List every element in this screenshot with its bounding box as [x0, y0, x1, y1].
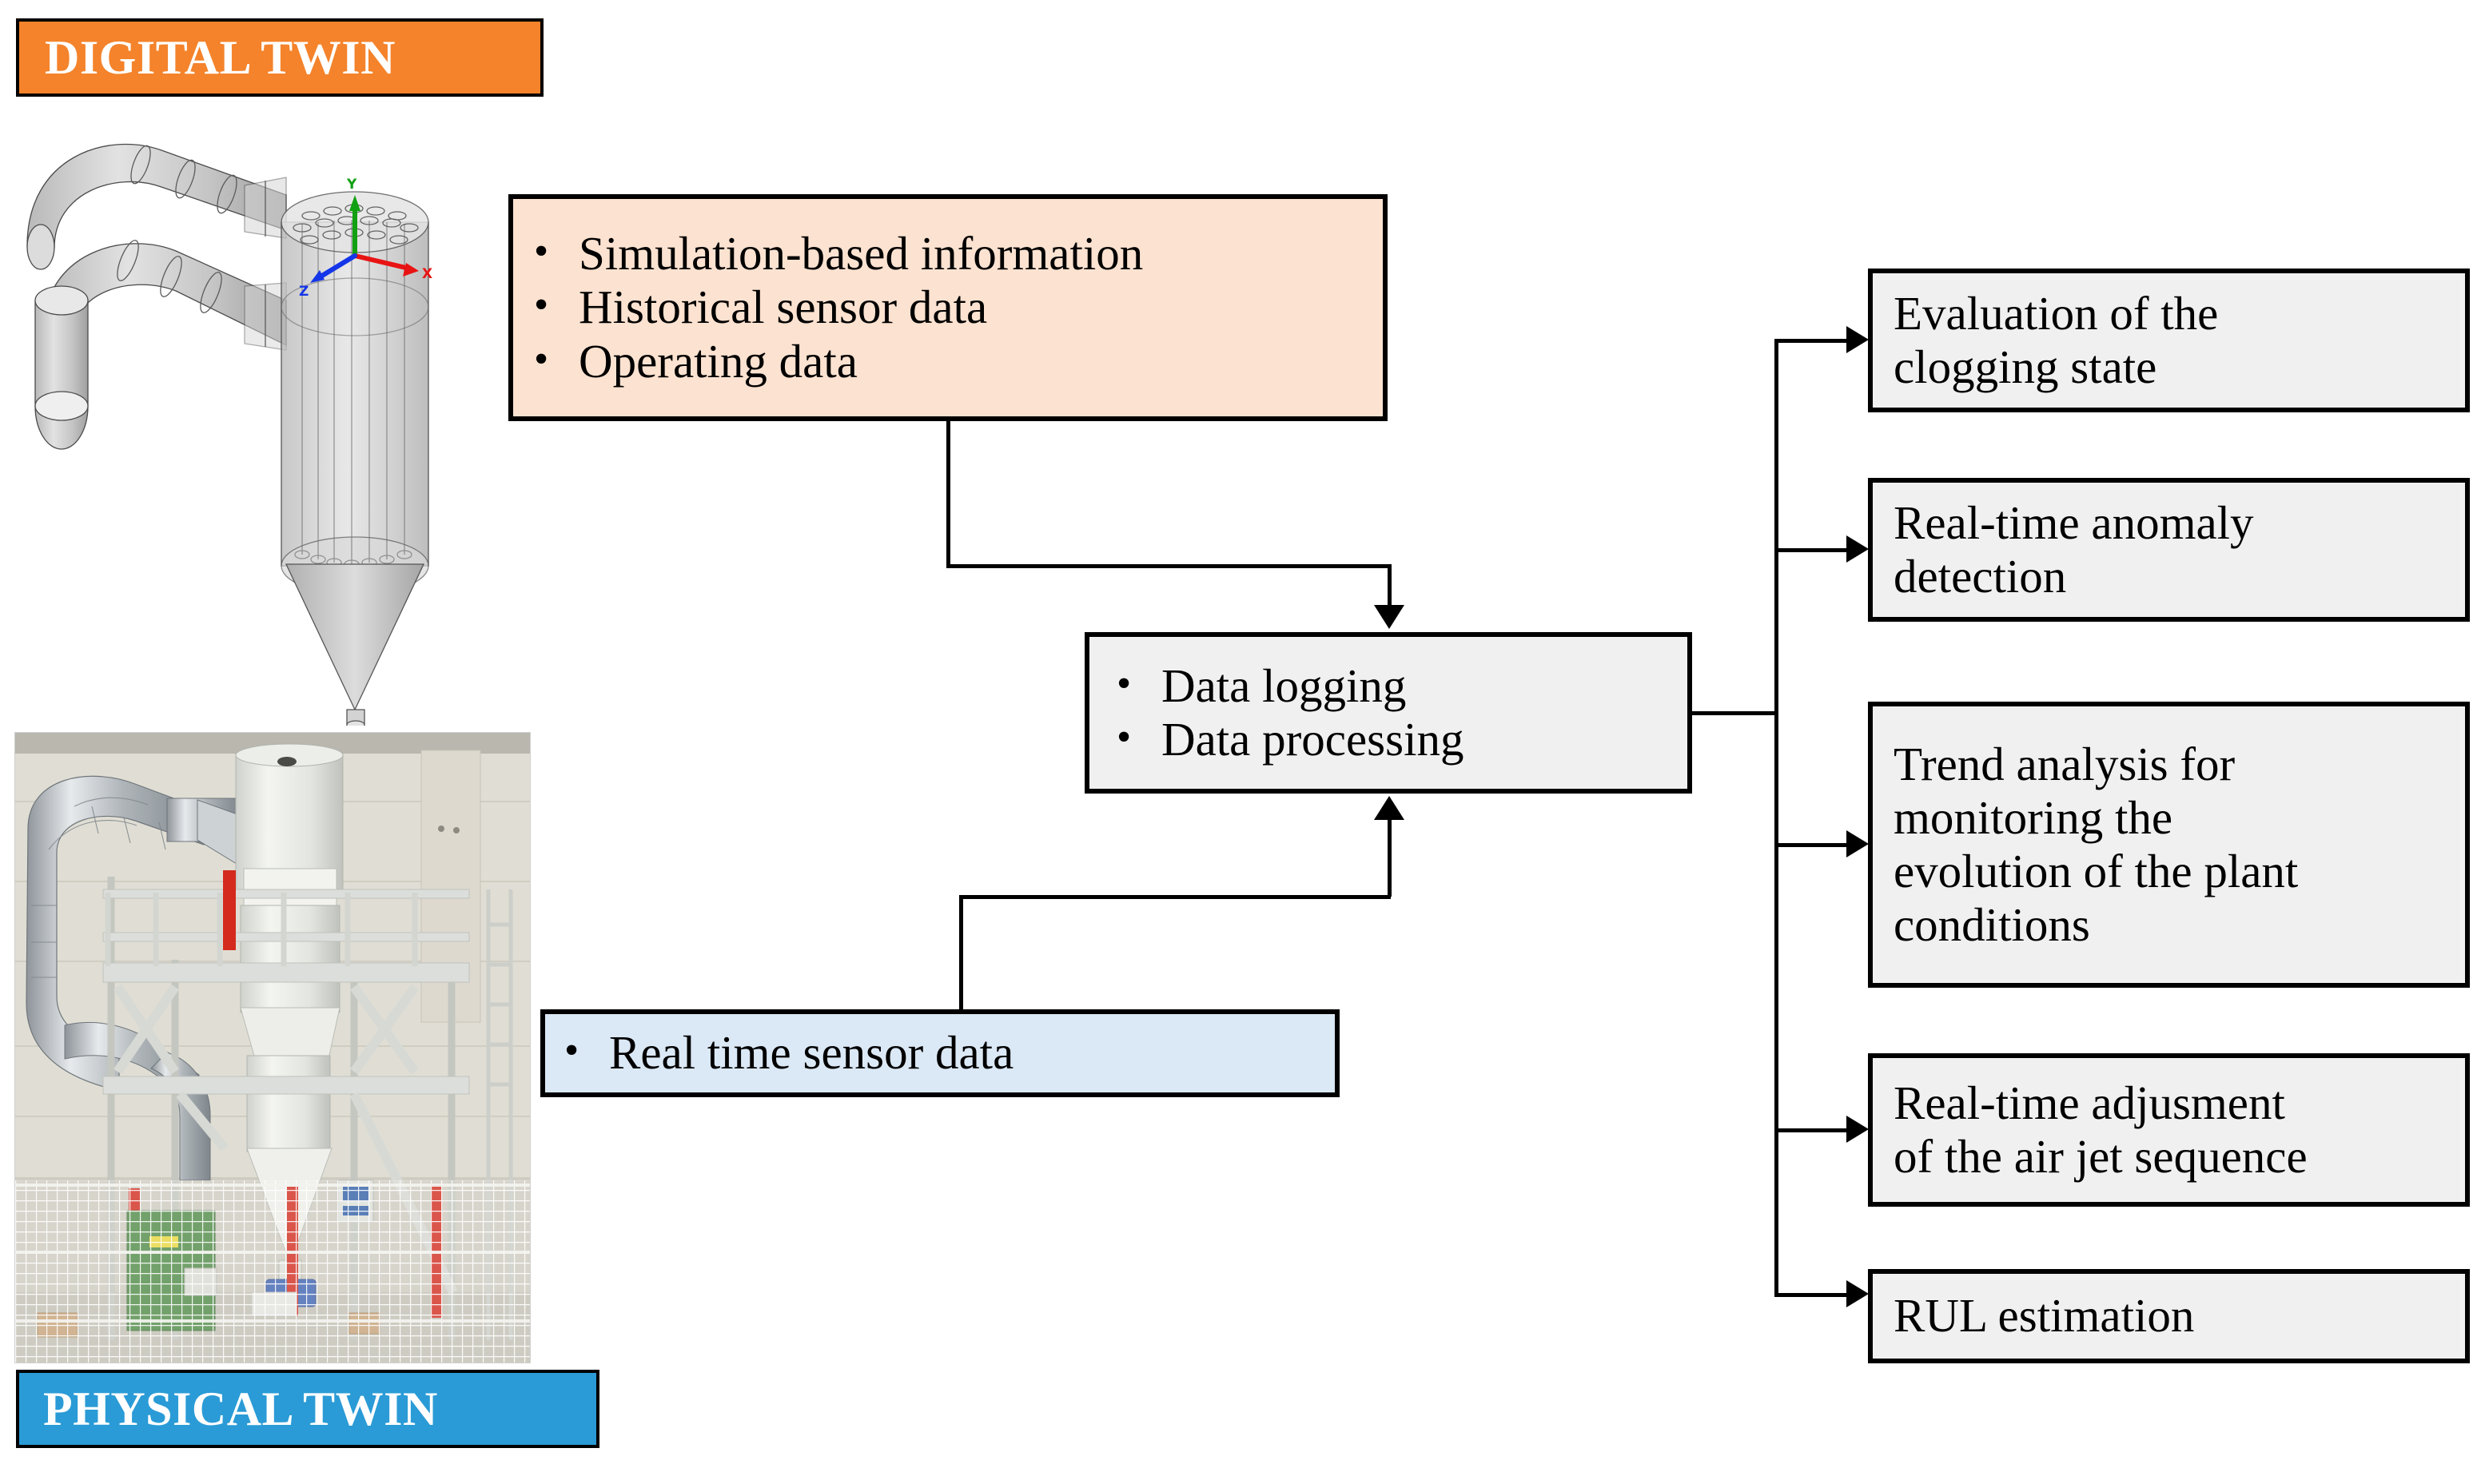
bullet-icon: • — [1117, 660, 1132, 706]
plant-installation-photo — [14, 732, 531, 1363]
output-line: detection — [1894, 550, 2067, 603]
output-line: evolution of the plant — [1894, 845, 2299, 897]
digital-twin-banner: DIGITAL TWIN — [16, 18, 544, 97]
bullet-icon: • — [564, 1028, 579, 1074]
arrowhead-output-1 — [1846, 535, 1869, 563]
data-processing-box: • Data logging • Data processing — [1085, 632, 1692, 794]
list-item-label: Data processing — [1161, 713, 1464, 766]
connector-inputs-vertical-1 — [946, 421, 950, 565]
output-box-trend-analysis: Trend analysis for monitoring the evolut… — [1868, 702, 2470, 988]
list-item: • Operating data — [534, 335, 1362, 388]
list-item-label: Historical sensor data — [579, 280, 988, 334]
physical-twin-banner: PHYSICAL TWIN — [16, 1370, 599, 1448]
connector-branch-4 — [1774, 1293, 1851, 1297]
realtime-sensor-data-box: • Real time sensor data — [540, 1009, 1340, 1097]
list-item: • Data processing — [1117, 713, 1667, 766]
list-item-label: Operating data — [579, 334, 858, 388]
connector-branch-3 — [1774, 1128, 1851, 1132]
output-line: Real-time adjusment — [1894, 1076, 2285, 1129]
output-line: Evaluation of the — [1894, 286, 2219, 340]
connector-inputs-horizontal — [946, 564, 1391, 568]
arrowhead-output-3 — [1846, 1116, 1869, 1143]
output-line: conditions — [1894, 898, 2090, 952]
bullet-icon: • — [534, 282, 549, 328]
output-box-air-jet-adjustment: Real-time adjusment of the air jet seque… — [1868, 1053, 2470, 1207]
list-item: • Historical sensor data — [534, 280, 1362, 334]
physical-twin-label: PHYSICAL TWIN — [43, 1382, 438, 1435]
digital-twin-inputs-box: • Simulation-based information • Histori… — [508, 194, 1388, 421]
svg-text:X: X — [422, 266, 432, 282]
output-box-clogging-evaluation: Evaluation of the clogging state — [1868, 269, 2470, 412]
arrowhead-output-2 — [1846, 830, 1869, 857]
svg-text:Y: Y — [346, 177, 357, 193]
connector-branch-1 — [1774, 548, 1851, 552]
output-line: Real-time anomaly — [1894, 495, 2254, 549]
list-item-label: Data logging — [1161, 658, 1407, 712]
bullet-icon: • — [534, 229, 549, 275]
output-line: Trend analysis for — [1894, 737, 2236, 790]
baghouse-cad-model-image: Y X Z — [5, 118, 500, 730]
list-item-label: Real time sensor data — [609, 1026, 1014, 1080]
digital-twin-label: DIGITAL TWIN — [45, 30, 396, 84]
connector-branch-2 — [1774, 843, 1851, 847]
output-box-rul-estimation: RUL estimation — [1868, 1269, 2470, 1363]
output-line: of the air jet sequence — [1894, 1130, 2308, 1183]
output-line: clogging state — [1894, 340, 2157, 393]
arrowhead-output-4 — [1846, 1280, 1869, 1307]
connector-processing-to-trunk — [1692, 711, 1778, 715]
connector-inputs-vertical-2 — [1388, 564, 1392, 606]
list-item: • Data logging — [1117, 659, 1667, 713]
arrowhead-into-processing-bottom — [1374, 796, 1404, 820]
connector-sensor-vertical-2 — [1388, 820, 1392, 897]
connector-sensor-horizontal — [959, 895, 1391, 899]
connector-sensor-vertical-1 — [959, 895, 963, 1011]
output-box-anomaly-detection: Real-time anomaly detection — [1868, 478, 2470, 622]
output-line: monitoring the — [1894, 790, 2173, 844]
output-line: RUL estimation — [1894, 1289, 2195, 1343]
svg-text:Z: Z — [299, 284, 309, 300]
list-item: • Real time sensor data — [564, 1026, 1314, 1080]
connector-branch-0 — [1774, 339, 1851, 343]
list-item-label: Simulation-based information — [579, 227, 1144, 280]
arrowhead-output-0 — [1846, 326, 1869, 353]
connector-output-trunk — [1774, 340, 1778, 1295]
bullet-icon: • — [534, 336, 549, 382]
list-item: • Simulation-based information — [534, 227, 1362, 280]
arrowhead-into-processing-top — [1374, 605, 1404, 629]
bullet-icon: • — [1117, 714, 1132, 760]
